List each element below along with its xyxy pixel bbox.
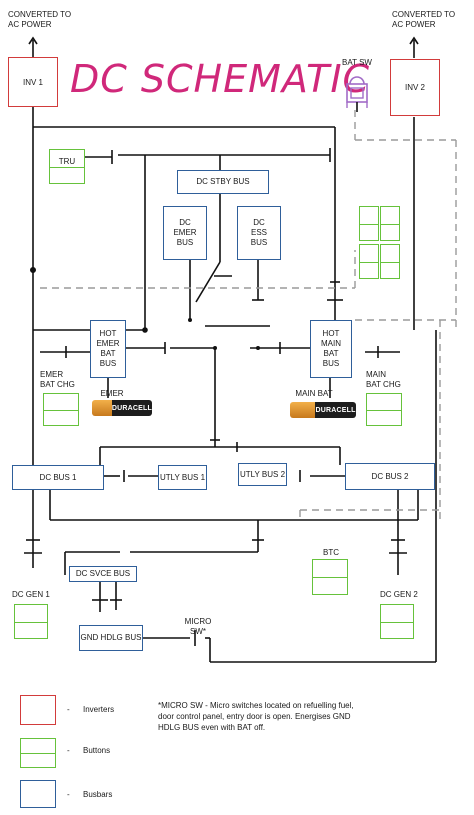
legend-inverter-dash: - xyxy=(67,705,70,714)
micro-sw-note: *MICRO SW - Micro switches located on re… xyxy=(158,701,354,732)
emer-battery-icon: DURACELL xyxy=(92,400,152,416)
bat-sw-button-1[interactable] xyxy=(359,206,379,241)
bat-sw-label: BAT SW xyxy=(342,58,372,67)
main-bat-chg-button[interactable] xyxy=(366,393,402,426)
converted-to-ac-label-right: CONVERTED TO AC POWER xyxy=(392,10,456,29)
dc-ess-bus: DC ESS BUS xyxy=(237,206,281,260)
bat-switch-icon[interactable] xyxy=(344,68,370,112)
battery-brand: DURACELL xyxy=(315,402,356,418)
dc-stby-bus: DC STBY BUS xyxy=(177,170,269,194)
inverter-1: INV 1 xyxy=(8,57,58,107)
dc-gen-2-button[interactable] xyxy=(380,604,414,639)
battery-brand: DURACELL xyxy=(111,400,152,416)
tru-label: TRU xyxy=(55,157,79,167)
dc-bus-1: DC BUS 1 xyxy=(12,465,104,490)
dc-emer-bus: DC EMER BUS xyxy=(163,206,207,260)
legend-inverter-label: Inverters xyxy=(83,705,115,714)
legend-button-swatch xyxy=(20,738,56,768)
gnd-hdlg-bus: GND HDLG BUS xyxy=(79,625,143,651)
legend-button-label: Buttons xyxy=(83,746,111,755)
dc-svce-bus: DC SVCE BUS xyxy=(69,566,137,582)
dc-bus-2: DC BUS 2 xyxy=(345,463,435,490)
dc-gen-1-button[interactable] xyxy=(14,604,48,639)
bat-sw-button-4[interactable] xyxy=(380,244,400,279)
main-bat-label: MAIN BAT xyxy=(295,389,333,398)
legend-busbar-label: Busbars xyxy=(83,790,113,799)
legend-busbar-dash: - xyxy=(67,790,70,799)
hot-emer-bat-bus: HOT EMER BAT BUS xyxy=(90,320,126,378)
btc-label: BTC xyxy=(323,548,339,557)
inverter-2: INV 2 xyxy=(390,59,440,116)
emer-bat-chg-label: EMER BAT CHG xyxy=(40,370,75,389)
micro-sw-label: MICRO SW* xyxy=(184,617,212,636)
page-title: DC SCHEMATIC xyxy=(70,57,371,101)
main-bat-chg-label: MAIN BAT CHG xyxy=(366,370,401,389)
utly-bus-2: UTLY BUS 2 xyxy=(238,463,287,486)
main-battery-icon: DURACELL xyxy=(290,402,356,418)
btc-button[interactable] xyxy=(312,559,348,595)
legend-busbar-swatch xyxy=(20,780,56,808)
legend-inverter-swatch xyxy=(20,695,56,725)
dc-gen-2-label: DC GEN 2 xyxy=(380,590,418,599)
emer-bat-chg-button[interactable] xyxy=(43,393,79,426)
utly-bus-1: UTLY BUS 1 xyxy=(158,465,207,490)
converted-to-ac-label-left: CONVERTED TO AC POWER xyxy=(8,10,72,29)
hot-main-bat-bus: HOT MAIN BAT BUS xyxy=(310,320,352,378)
dc-gen-1-label: DC GEN 1 xyxy=(12,590,50,599)
bat-sw-button-3[interactable] xyxy=(359,244,379,279)
legend-button-dash: - xyxy=(67,746,70,755)
bat-sw-button-2[interactable] xyxy=(380,206,400,241)
